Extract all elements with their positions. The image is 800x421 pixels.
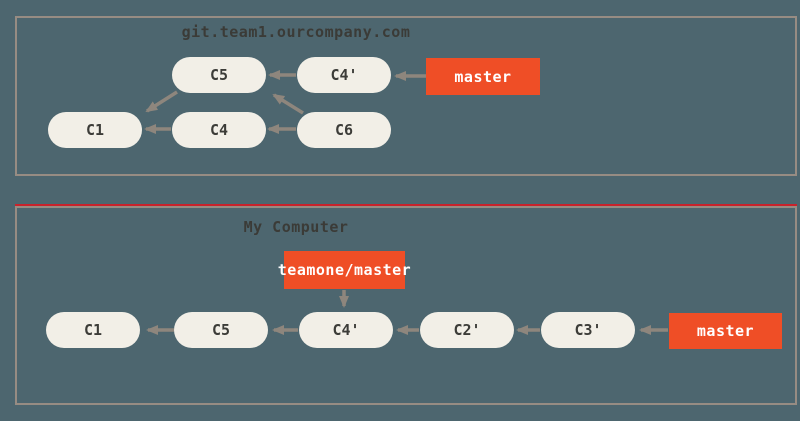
- branch-label-local-master: master: [669, 313, 782, 349]
- remote-server-title: git.team1.ourcompany.com: [181, 23, 411, 41]
- commit-node-remote-c5: C5: [172, 57, 266, 93]
- commit-node-remote-c4: C4: [172, 112, 266, 148]
- commit-node-local-c1: C1: [46, 312, 140, 348]
- panel-my-computer: [15, 206, 797, 405]
- commit-node-local-c4-prime: C4': [299, 312, 393, 348]
- my-computer-title: My Computer: [243, 218, 349, 236]
- panel-remote-server: [15, 16, 797, 176]
- commit-node-local-c2-prime: C2': [420, 312, 514, 348]
- commit-node-remote-c6: C6: [297, 112, 391, 148]
- red-divider-line: [15, 204, 797, 206]
- commit-node-local-c5: C5: [174, 312, 268, 348]
- commit-node-remote-c1: C1: [48, 112, 142, 148]
- branch-label-remote-master: master: [426, 58, 540, 95]
- branch-label-teamone-master: teamone/master: [278, 251, 411, 289]
- commit-node-local-c3-prime: C3': [541, 312, 635, 348]
- commit-node-remote-c4-prime: C4': [297, 57, 391, 93]
